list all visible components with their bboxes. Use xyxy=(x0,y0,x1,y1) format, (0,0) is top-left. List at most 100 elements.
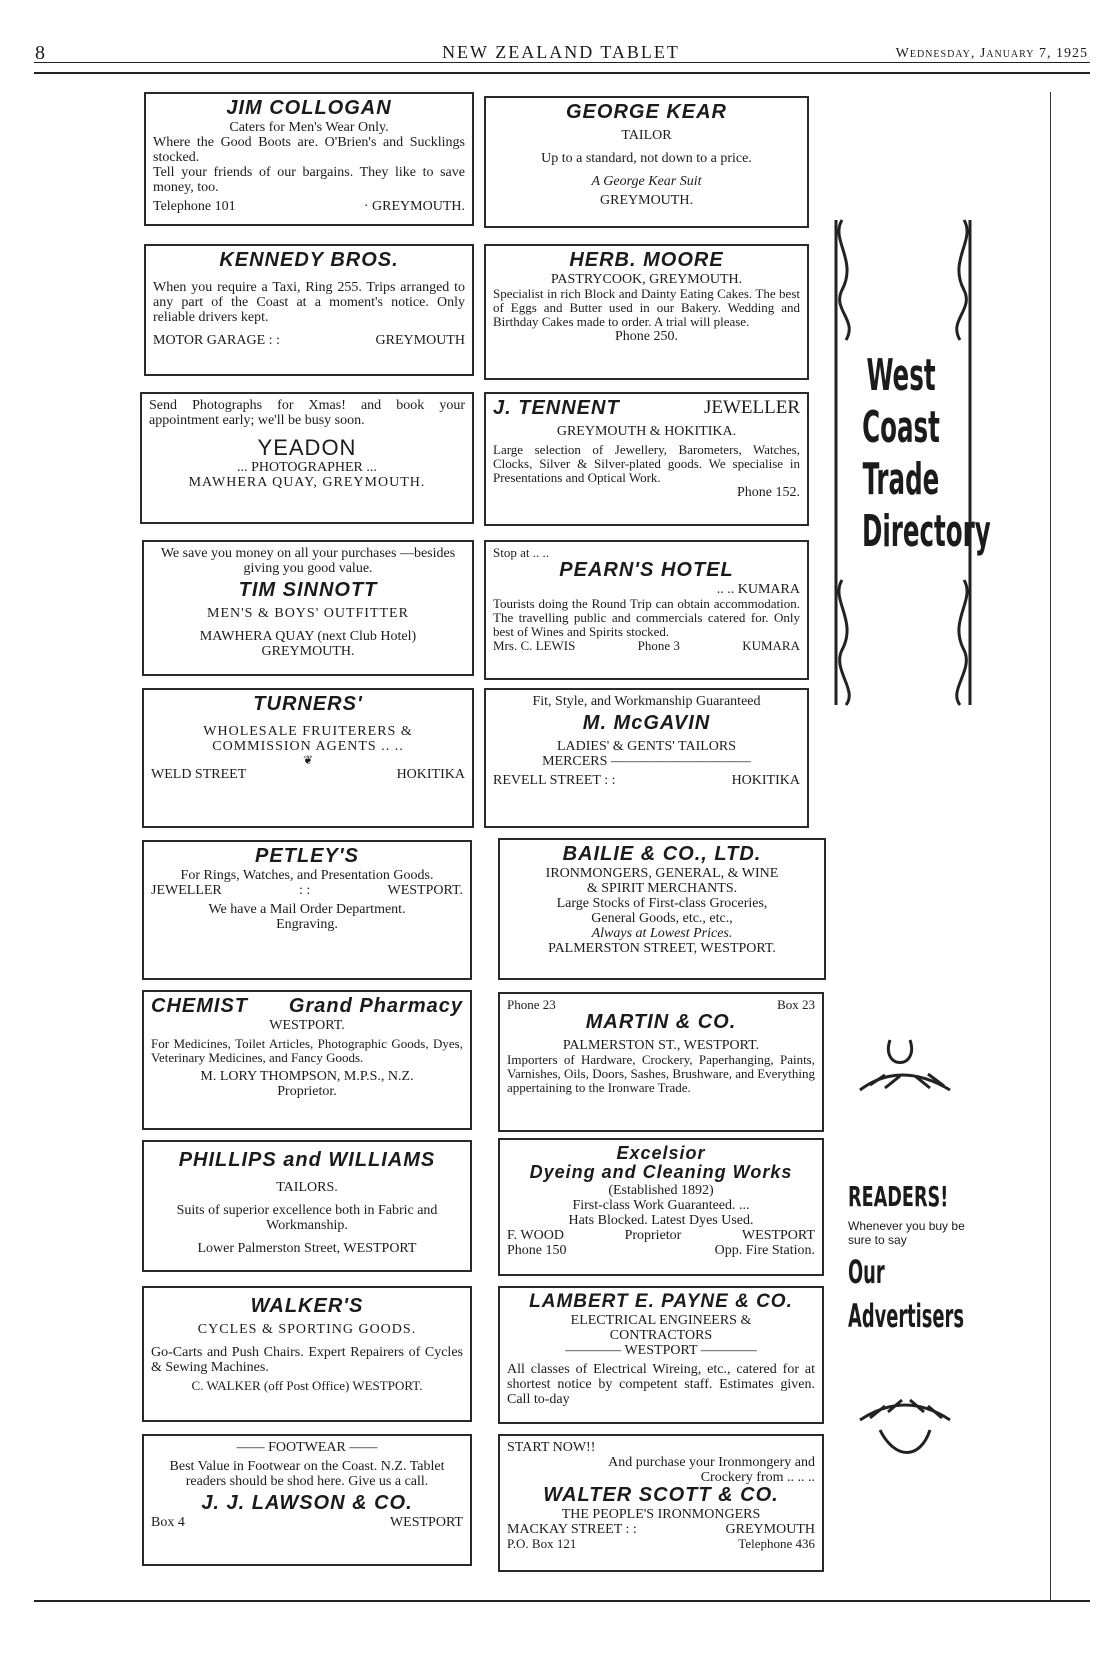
ad-line: (Established 1892) xyxy=(608,1182,714,1198)
ad-trade: JEWELLER xyxy=(151,882,222,898)
advertiser-name: BAILIE & CO., LTD. xyxy=(562,843,762,865)
ad-town: GREYMOUTH. xyxy=(600,192,693,208)
ad-lambert-payne: LAMBERT E. PAYNE & CO. ELECTRICAL ENGINE… xyxy=(498,1286,824,1424)
ad-address: PALMERSTON STREET, WESTPORT. xyxy=(548,941,776,957)
ad-line: & SPIRIT MERCHANTS. xyxy=(586,880,738,896)
advertiser-name: JIM COLLOGAN xyxy=(226,97,392,119)
leaf-ornament-icon xyxy=(859,1039,951,1092)
ad-proprietor: F. WOOD xyxy=(507,1228,564,1244)
ad-address: PALMERSTON ST., WESTPORT. xyxy=(562,1037,760,1053)
ad-town: WESTPORT xyxy=(741,1228,815,1244)
ad-line: ... PHOTOGRAPHER ... xyxy=(237,459,377,475)
ad-town: GREYMOUTH xyxy=(725,1522,815,1538)
ad-address: Lower Palmerston Street, WESTPORT xyxy=(197,1240,417,1256)
ad-line: Go-Carts and Push Chairs. Expert Repaire… xyxy=(151,1344,463,1375)
ad-address: Opp. Fire Station. xyxy=(714,1243,815,1259)
ad-line: Suits of superior excellence both in Fab… xyxy=(176,1202,438,1233)
advertiser-name: YEADON xyxy=(257,435,357,461)
ad-line: Hats Blocked. Latest Dyes Used. xyxy=(568,1213,754,1229)
ad-line: WHOLESALE FRUITERERS & xyxy=(203,723,413,739)
ad-line: CONTRACTORS xyxy=(609,1327,713,1343)
ad-line: MERCERS —————————— xyxy=(542,753,751,769)
ad-line: Fit, Style, and Workmanship Guaranteed xyxy=(532,694,761,709)
ad-town: · GREYMOUTH. xyxy=(363,199,465,215)
readers-notice: READERS! Whenever you buy be sure to say… xyxy=(848,1180,978,1335)
ad-line: And purchase your Ironmongery and Crocke… xyxy=(608,1455,815,1486)
advertiser-name: GEORGE KEAR xyxy=(565,101,728,123)
advertiser-name: HERB. MOORE xyxy=(569,249,724,271)
ad-address: MACKAY STREET : : xyxy=(507,1522,637,1538)
advertiser-name: PEARN'S HOTEL xyxy=(559,559,734,582)
advertiser-name-2: Dyeing and Cleaning Works xyxy=(529,1162,793,1183)
ad-line: .. .. KUMARA xyxy=(716,581,800,597)
ad-town: GREYMOUTH xyxy=(375,332,465,348)
ad-kennedy-bros: KENNEDY BROS. When you require a Taxi, R… xyxy=(144,244,474,376)
ad-line: Specialist in rich Block and Dainty Eati… xyxy=(493,285,800,329)
ad-line: Importers of Hardware, Crockery, Paperha… xyxy=(507,1051,815,1095)
ad-line: Best Value in Footwear on the Coast. N.Z… xyxy=(169,1459,445,1490)
ad-address: REVELL STREET : : xyxy=(493,772,616,788)
advertiser-name: MARTIN & CO. xyxy=(585,1011,737,1034)
ad-address: MAWHERA QUAY (next Club Hotel) xyxy=(199,628,417,644)
ad-walter-scott: START NOW!! And purchase your Ironmonger… xyxy=(498,1434,824,1572)
directory-title-line: Coast xyxy=(862,402,940,453)
ad-line: For Rings, Watches, and Presentation Goo… xyxy=(180,867,434,883)
advertiser-name: TURNERS' xyxy=(253,693,363,715)
readers-heading: READERS! xyxy=(848,1180,949,1213)
ad-phone: Phone 23 xyxy=(507,997,556,1012)
directory-ornament-frame xyxy=(834,219,972,706)
ad-line: Send Photographs for Xmas! and book your… xyxy=(149,398,465,429)
ad-line: MEN'S & BOYS' OUTFITTER xyxy=(207,605,409,621)
advertiser-name: J. J. LAWSON & CO. xyxy=(201,1492,413,1515)
ad-line: TAILORS. xyxy=(276,1179,338,1195)
ad-address: MOTOR GARAGE : : xyxy=(153,332,280,348)
ad-line: When you require a Taxi, Ring 255. Trips… xyxy=(153,279,465,325)
issue-date: Wednesday, January 7, 1925 xyxy=(895,46,1088,61)
ad-phone: Phone 150 xyxy=(507,1243,567,1259)
page-header: 8 NEW ZEALAND TABLET Wednesday, January … xyxy=(30,38,1092,72)
ad-line: Where the Good Boots are. O'Brien's and … xyxy=(153,134,465,165)
ad-line: We save you money on all your purchases … xyxy=(160,546,456,577)
ad-jim-collogan: JIM COLLOGAN Caters for Men's Wear Only.… xyxy=(144,92,474,226)
ad-line: LADIES' & GENTS' TAILORS xyxy=(556,738,737,754)
ad-line: Always at Lowest Prices. xyxy=(591,926,733,942)
advertiser-name: LAMBERT E. PAYNE & CO. xyxy=(529,1291,793,1312)
ad-town: GREYMOUTH. xyxy=(261,644,355,660)
ad-line: All classes of Electrical Wireing, etc.,… xyxy=(507,1361,815,1408)
ad-line: TAILOR xyxy=(621,127,672,143)
ad-proprietor: M. LORY THOMPSON, M.P.S., N.Z. xyxy=(200,1068,414,1084)
ad-line: Proprietor xyxy=(624,1228,682,1244)
ad-line: Up to a standard, not down to a price. xyxy=(541,150,752,166)
ad-town: HOKITIKA xyxy=(731,772,800,788)
separator: : : xyxy=(298,882,311,898)
ad-line: Stop at .. .. xyxy=(493,545,549,560)
ad-line: Proprietor. xyxy=(277,1083,337,1099)
ad-excelsior-dyeing: Excelsior Dyeing and Cleaning Works (Est… xyxy=(498,1138,824,1276)
scroll-ornament-bottom-right xyxy=(955,579,969,706)
ad-line: A George Kear Suit xyxy=(591,173,702,189)
advertiser-name: WALKER'S xyxy=(250,1295,364,1317)
ad-address: C. WALKER (off Post Office) WESTPORT. xyxy=(191,1377,423,1393)
ad-box: Box 23 xyxy=(777,997,815,1012)
leaf-ornament-icon xyxy=(859,1398,951,1454)
ad-town: HOKITIKA xyxy=(396,766,465,782)
scroll-ornament-top-left xyxy=(837,219,851,341)
ad-phone: Phone 250. xyxy=(615,328,678,344)
directory-title: West Coast Trade Directory xyxy=(862,350,991,558)
advertisers-line: Our xyxy=(848,1253,885,1291)
ad-line: Large Stocks of First-class Groceries, xyxy=(556,895,768,911)
ad-line: We have a Mail Order Department. xyxy=(208,901,406,917)
ad-jj-lawson: —— FOOTWEAR —— Best Value in Footwear on… xyxy=(142,1434,472,1566)
ad-line: Caters for Men's Wear Only. xyxy=(229,119,389,135)
ad-line: Tell your friends of our bargains. They … xyxy=(153,164,465,196)
frame-bottom-rule xyxy=(34,1600,1090,1602)
ad-george-kear: GEORGE KEAR TAILOR Up to a standard, not… xyxy=(484,96,809,228)
ad-line: GREYMOUTH & HOKITIKA. xyxy=(556,423,737,439)
ad-phone: Phone 3 xyxy=(637,637,680,653)
ad-m-mcgavin: Fit, Style, and Workmanship Guaranteed M… xyxy=(484,688,809,828)
advertiser-name: Grand Pharmacy xyxy=(288,995,463,1017)
ad-town: WESTPORT xyxy=(389,1514,463,1530)
advertiser-name: TIM SINNOTT xyxy=(238,579,378,602)
page-number: 8 xyxy=(35,42,45,64)
